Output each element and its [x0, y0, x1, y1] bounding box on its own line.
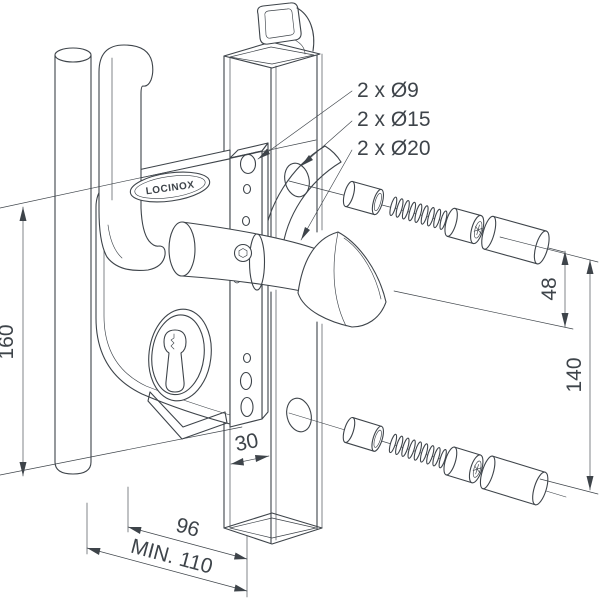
dimension-30-label: 30	[233, 429, 261, 456]
round-pole	[54, 47, 92, 475]
hook-handle	[98, 44, 166, 272]
plate-hole-o9-bottom	[240, 396, 254, 418]
set-screw	[233, 243, 253, 263]
dimension-lines	[19, 206, 594, 592]
thumb-turn-knob	[297, 231, 387, 328]
square-post	[223, 41, 323, 545]
extension-lines	[0, 139, 599, 598]
keyhole	[163, 329, 187, 393]
dimension-96-label: 96	[173, 514, 202, 542]
callout-dia15-label: 2 x Ø15	[357, 108, 431, 131]
keeper-bracket	[147, 391, 228, 440]
mounting-plate	[229, 142, 269, 428]
brand-badge: LOCINOX	[129, 171, 211, 203]
fastener-set-top	[339, 175, 553, 266]
callout-dia20-label: 2 x Ø20	[357, 137, 431, 160]
dimension-140-label: 140	[563, 357, 586, 392]
fastener-set-bottom	[339, 411, 552, 508]
euro-cylinder	[148, 308, 212, 402]
dimension-min110-label: MIN. 110	[128, 535, 215, 579]
leader-lines	[257, 90, 353, 241]
post-hole-bottom	[286, 397, 312, 433]
post-hole-top	[284, 162, 310, 198]
top-lever-handle	[257, 2, 315, 55]
dimension-48-label: 48	[538, 277, 561, 300]
dimension-160-label: 160	[0, 324, 18, 359]
callout-dia9-label: 2 x Ø9	[357, 79, 419, 102]
